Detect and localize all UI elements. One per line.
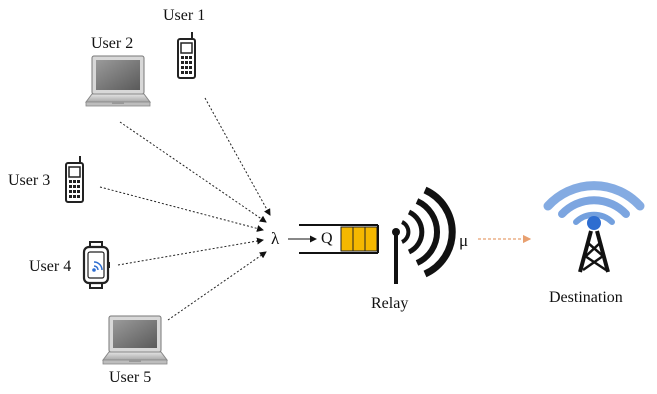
service-rate-symbol: μ	[459, 231, 469, 250]
user-1-label: User 1	[163, 7, 206, 24]
mobile-phone-icon	[65, 156, 84, 203]
mobile-phone-icon	[177, 32, 196, 79]
arrow-user4	[117, 237, 264, 266]
arrow-user3	[99, 186, 264, 232]
cell-tower-icon	[543, 181, 645, 273]
arrival-rate-symbol: λ	[271, 229, 280, 248]
laptop-icon	[102, 315, 168, 365]
smartwatch-icon	[82, 241, 110, 289]
arrow-user2	[119, 121, 267, 223]
user-2-label: User 2	[91, 35, 134, 52]
queue-slot	[364, 226, 378, 252]
arrow-user1	[204, 97, 271, 216]
user-3-label: User 3	[8, 172, 51, 189]
relay-antenna-icon	[392, 186, 456, 284]
destination-label: Destination	[549, 289, 623, 306]
queue-slot	[340, 226, 354, 252]
laptop-icon	[85, 55, 151, 107]
queue-slot	[352, 226, 366, 252]
queue-buffer	[299, 224, 379, 254]
arrival-arrows	[99, 97, 271, 321]
queue-symbol: Q	[321, 230, 333, 247]
user-5-label: User 5	[109, 369, 152, 386]
user-4-label: User 4	[29, 258, 72, 275]
arrow-user5	[167, 251, 267, 321]
relay-label: Relay	[371, 295, 409, 312]
